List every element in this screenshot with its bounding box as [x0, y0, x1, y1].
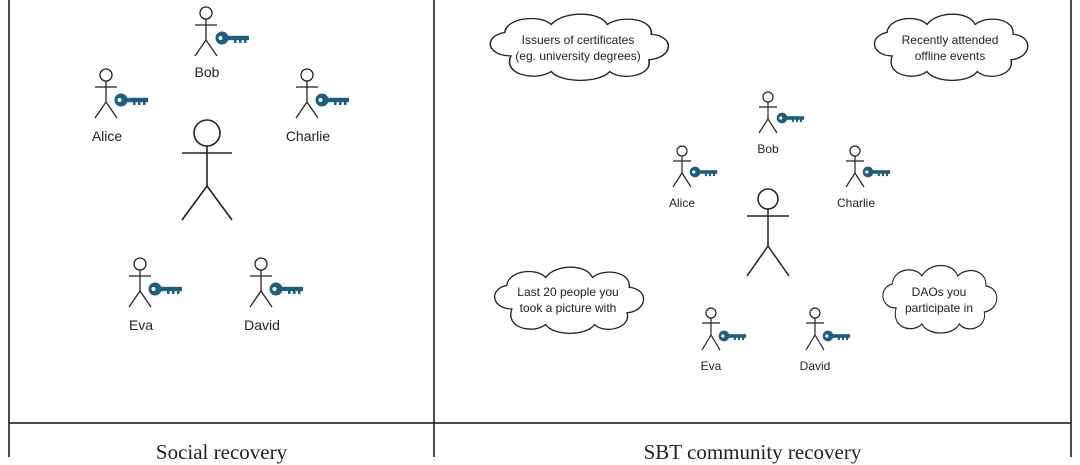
key-icon — [215, 31, 249, 45]
key-icon — [114, 93, 148, 107]
owner-figure — [181, 119, 233, 221]
person-label-charlie-right: Charlie — [836, 196, 876, 210]
cloud-line: participate in — [904, 301, 974, 315]
person-alice-figure — [94, 68, 118, 119]
person-label-david-right: David — [799, 359, 831, 373]
caption-sbt-community-recovery: SBT community recovery — [643, 440, 862, 464]
cloud-label-daos: DAOs you participate in — [905, 284, 973, 316]
person-label-charlie: Charlie — [285, 128, 331, 144]
key-icon — [315, 93, 349, 107]
cloud-line: (eg. university degrees) — [515, 49, 641, 63]
person-charlie-figure-right — [845, 145, 865, 188]
person-label-bob: Bob — [194, 64, 220, 80]
person-label-eva: Eva — [128, 317, 154, 333]
person-eva-figure — [128, 257, 152, 308]
cloud-label-pictures: Last 20 people you took a picture with — [517, 284, 618, 316]
cloud-line: Last 20 people you — [517, 285, 619, 299]
person-bob-figure-right — [758, 91, 778, 134]
key-icon — [148, 282, 182, 296]
cloud-label-offline-events: Recently attended offline events — [902, 32, 999, 64]
key-icon — [718, 330, 747, 342]
person-bob-figure — [194, 6, 218, 57]
key-icon — [862, 166, 891, 178]
person-david-figure — [249, 257, 273, 308]
key-icon — [689, 166, 718, 178]
key-icon — [776, 112, 805, 124]
person-alice-figure-right — [672, 145, 692, 188]
person-label-david: David — [244, 317, 280, 333]
person-eva-figure-right — [701, 307, 721, 351]
key-icon — [269, 282, 303, 296]
owner-figure-right — [746, 188, 790, 277]
person-label-bob-right: Bob — [757, 142, 779, 156]
person-david-figure-right — [805, 307, 825, 351]
cloud-line: Recently attended — [901, 33, 999, 47]
person-charlie-figure — [295, 68, 319, 119]
cloud-line: took a picture with — [519, 301, 617, 315]
key-icon — [822, 330, 851, 342]
cloud-line: DAOs you — [911, 285, 967, 299]
person-label-alice: Alice — [91, 128, 123, 144]
person-label-eva-right: Eva — [700, 359, 722, 373]
person-label-alice-right: Alice — [668, 196, 696, 210]
cloud-label-certificates: Issuers of certificates (eg. university … — [515, 32, 640, 64]
cloud-line: offline events — [914, 49, 986, 63]
cloud-line: Issuers of certificates — [521, 33, 635, 47]
caption-social-recovery: Social recovery — [155, 440, 288, 464]
